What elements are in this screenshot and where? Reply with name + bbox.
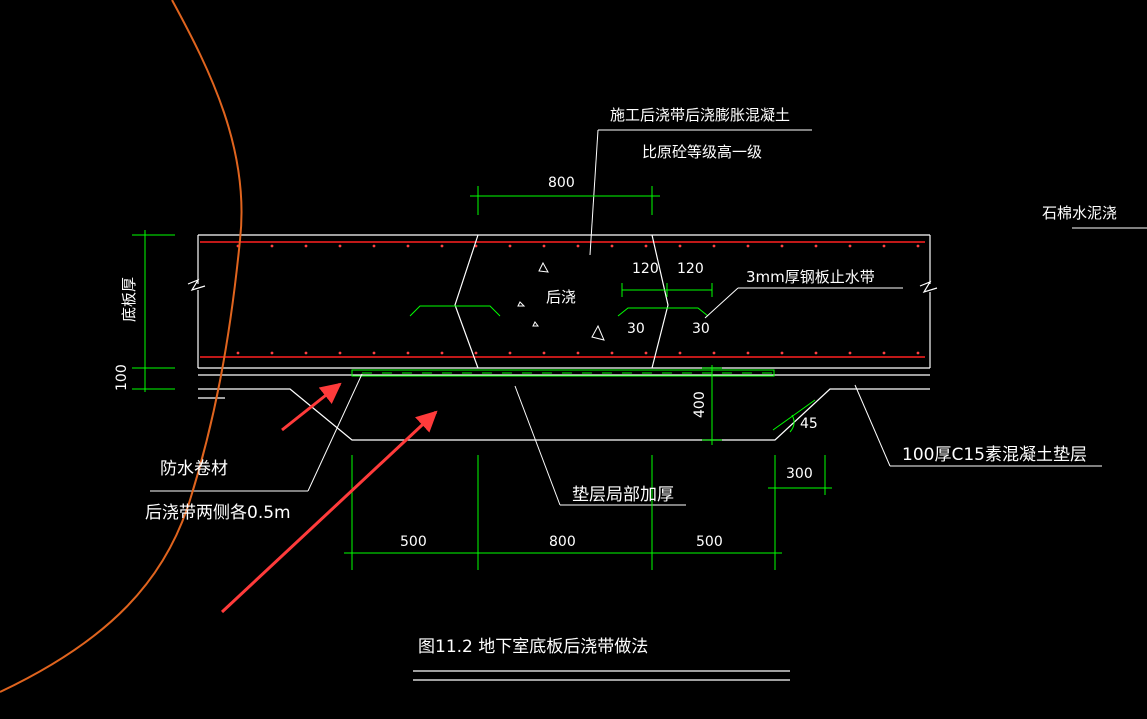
rebar-dot	[576, 351, 580, 355]
rebar-dot	[474, 351, 478, 355]
dim-bottom-500-left: 500	[400, 534, 427, 550]
rebar-lines	[200, 241, 925, 358]
rebar-dot	[916, 244, 920, 248]
rebar-dot	[848, 244, 852, 248]
dim-300: 300	[786, 466, 813, 482]
aggregate-marks	[517, 261, 605, 341]
rebar-dot	[440, 351, 444, 355]
dim-400: 400	[692, 391, 708, 418]
rebar-dot	[746, 351, 750, 355]
rebar-dot	[644, 244, 648, 248]
label-slab-thick: 底板厚	[120, 277, 138, 322]
label-waterproof-2: 后浇带两侧各0.5m	[145, 503, 291, 523]
rebar-dot	[270, 244, 274, 248]
dimension-lines	[132, 186, 832, 570]
rebar-dot	[610, 351, 614, 355]
rebar-dot	[882, 244, 886, 248]
dim-30-right: 30	[692, 321, 710, 337]
rebar-dot	[678, 244, 682, 248]
label-cushion: 100厚C15素混凝土垫层	[902, 445, 1087, 465]
rebar-dot	[712, 351, 716, 355]
rebar-dot	[338, 351, 342, 355]
rebar-dot	[508, 244, 512, 248]
rebar-dot	[372, 351, 376, 355]
rebar-dot	[304, 244, 308, 248]
annotation-curve	[0, 0, 243, 693]
rebar-dot	[780, 244, 784, 248]
rebar-dot	[746, 244, 750, 248]
label-houjiao: 后浇	[546, 288, 576, 306]
rebar-dot	[780, 351, 784, 355]
rebar-dot	[814, 351, 818, 355]
rebar-dot	[814, 244, 818, 248]
rebar-dot	[270, 351, 274, 355]
label-steel-stop: 3mm厚钢板止水带	[746, 268, 875, 286]
label-waterproof-1: 防水卷材	[160, 459, 228, 479]
rebar-dot	[848, 351, 852, 355]
note-right-edge: 石棉水泥浇	[1042, 204, 1117, 222]
water-stop	[409, 283, 713, 317]
dim-120-right: 120	[677, 261, 704, 277]
cushion-outline	[198, 388, 930, 441]
note-top-2: 比原砼等级高一级	[642, 143, 762, 161]
slab-outline	[187, 234, 938, 376]
dim-120-left: 120	[632, 261, 659, 277]
dim-45: 45	[800, 416, 818, 432]
rebar-dot	[576, 244, 580, 248]
rebar-dot	[882, 351, 886, 355]
rebar-dot	[406, 244, 410, 248]
dim-bottom-800: 800	[549, 534, 576, 550]
rebar-dot	[440, 244, 444, 248]
post-pour-band	[454, 234, 669, 369]
dim-top-800: 800	[548, 175, 575, 191]
rebar-dot	[542, 351, 546, 355]
title-underline	[413, 670, 790, 681]
rebar-dot	[304, 351, 308, 355]
rebar-dot	[644, 351, 648, 355]
dim-30-left: 30	[627, 321, 645, 337]
waterproof-membrane	[351, 369, 775, 377]
label-cushion-thicken: 垫层局部加厚	[572, 485, 674, 505]
rebar-dot	[508, 351, 512, 355]
annotation-arrows	[220, 382, 438, 614]
rebar-dot	[338, 244, 342, 248]
rebar-dots	[236, 244, 920, 355]
rebar-dot	[678, 351, 682, 355]
dim-bottom-500-right: 500	[696, 534, 723, 550]
leader-lines	[150, 129, 1147, 506]
rebar-dot	[406, 351, 410, 355]
rebar-dot	[916, 351, 920, 355]
rebar-dot	[474, 244, 478, 248]
rebar-dot	[372, 244, 376, 248]
note-top-1: 施工后浇带后浇膨胀混凝土	[610, 106, 790, 124]
rebar-dot	[610, 244, 614, 248]
figure-title: 图11.2 地下室底板后浇带做法	[418, 637, 648, 657]
rebar-dot	[542, 244, 546, 248]
dim-100: 100	[114, 364, 130, 391]
rebar-dot	[712, 244, 716, 248]
rebar-dot	[236, 351, 240, 355]
